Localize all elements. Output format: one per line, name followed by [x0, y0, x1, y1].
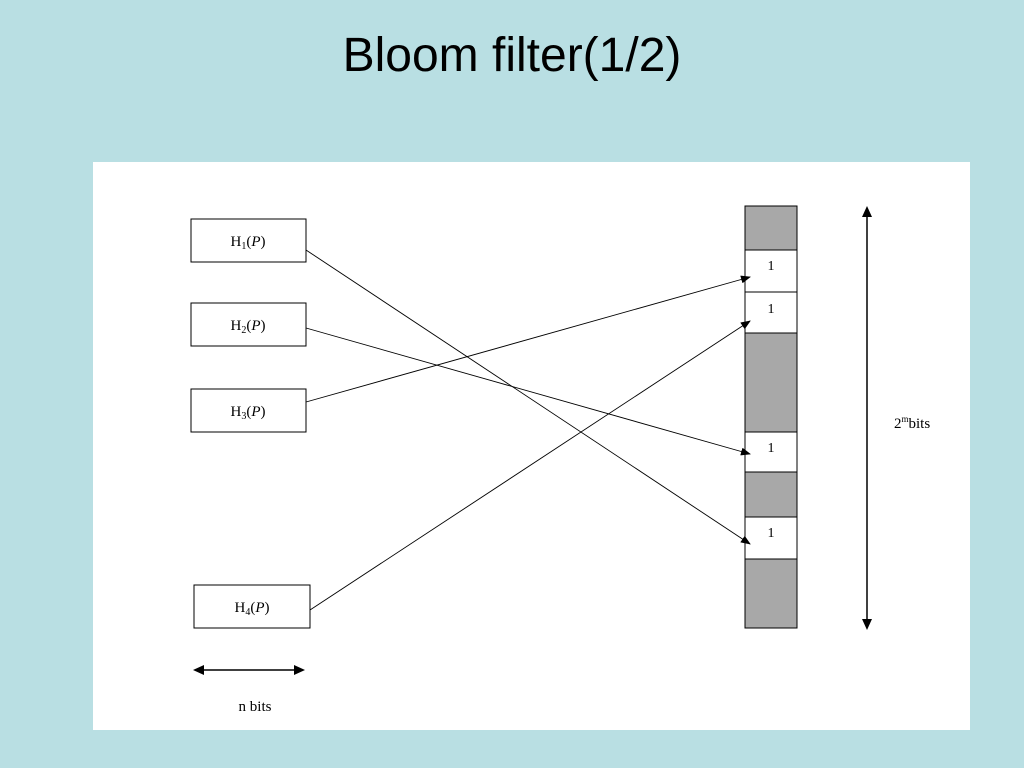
bit-array: 1 1 1 1	[744, 205, 798, 629]
bloom-filter-diagram: H1(P) H2(P) H3(P) H4(P) 1 1	[93, 162, 970, 730]
hash-label-h1: H1(P)	[230, 234, 265, 252]
input-size-indicator: n bits	[193, 665, 305, 715]
bit-cell-set-1: 1	[744, 249, 798, 293]
arrow-up-icon	[862, 206, 872, 217]
hash-function-h3: H3(P)	[190, 388, 307, 433]
arrow-h1-to-bit	[305, 249, 751, 545]
arrow-right-icon	[294, 665, 305, 675]
arrow-h3-to-bit	[305, 275, 751, 403]
hash-function-h4: H4(P)	[193, 584, 311, 629]
bit-value-1: 1	[768, 259, 775, 274]
array-size-label: 2mbits	[894, 414, 930, 432]
bit-value-3: 1	[768, 441, 775, 456]
diagram-canvas: H1(P) H2(P) H3(P) H4(P) 1 1	[190, 205, 930, 715]
bit-value-4: 1	[768, 526, 775, 541]
hash-label-h4: H4(P)	[234, 600, 269, 618]
hash-label-h3: H3(P)	[230, 404, 265, 422]
bit-value-2: 1	[768, 302, 775, 317]
arrow-down-icon	[862, 619, 872, 630]
arrow-h2-to-bit	[305, 327, 751, 456]
hash-function-h2: H2(P)	[190, 302, 307, 347]
bit-cell-set-2: 1	[744, 291, 798, 334]
hash-function-h1: H1(P)	[190, 218, 307, 263]
bit-cell-set-4: 1	[744, 516, 798, 560]
bit-cell-set-3: 1	[744, 431, 798, 473]
input-size-label: n bits	[239, 699, 272, 715]
hash-label-h2: H2(P)	[230, 318, 265, 336]
arrow-left-icon	[193, 665, 204, 675]
slide-title: Bloom filter(1/2)	[342, 29, 682, 82]
arrow-h4-to-bit	[309, 320, 751, 611]
array-size-indicator: 2mbits	[862, 206, 930, 630]
